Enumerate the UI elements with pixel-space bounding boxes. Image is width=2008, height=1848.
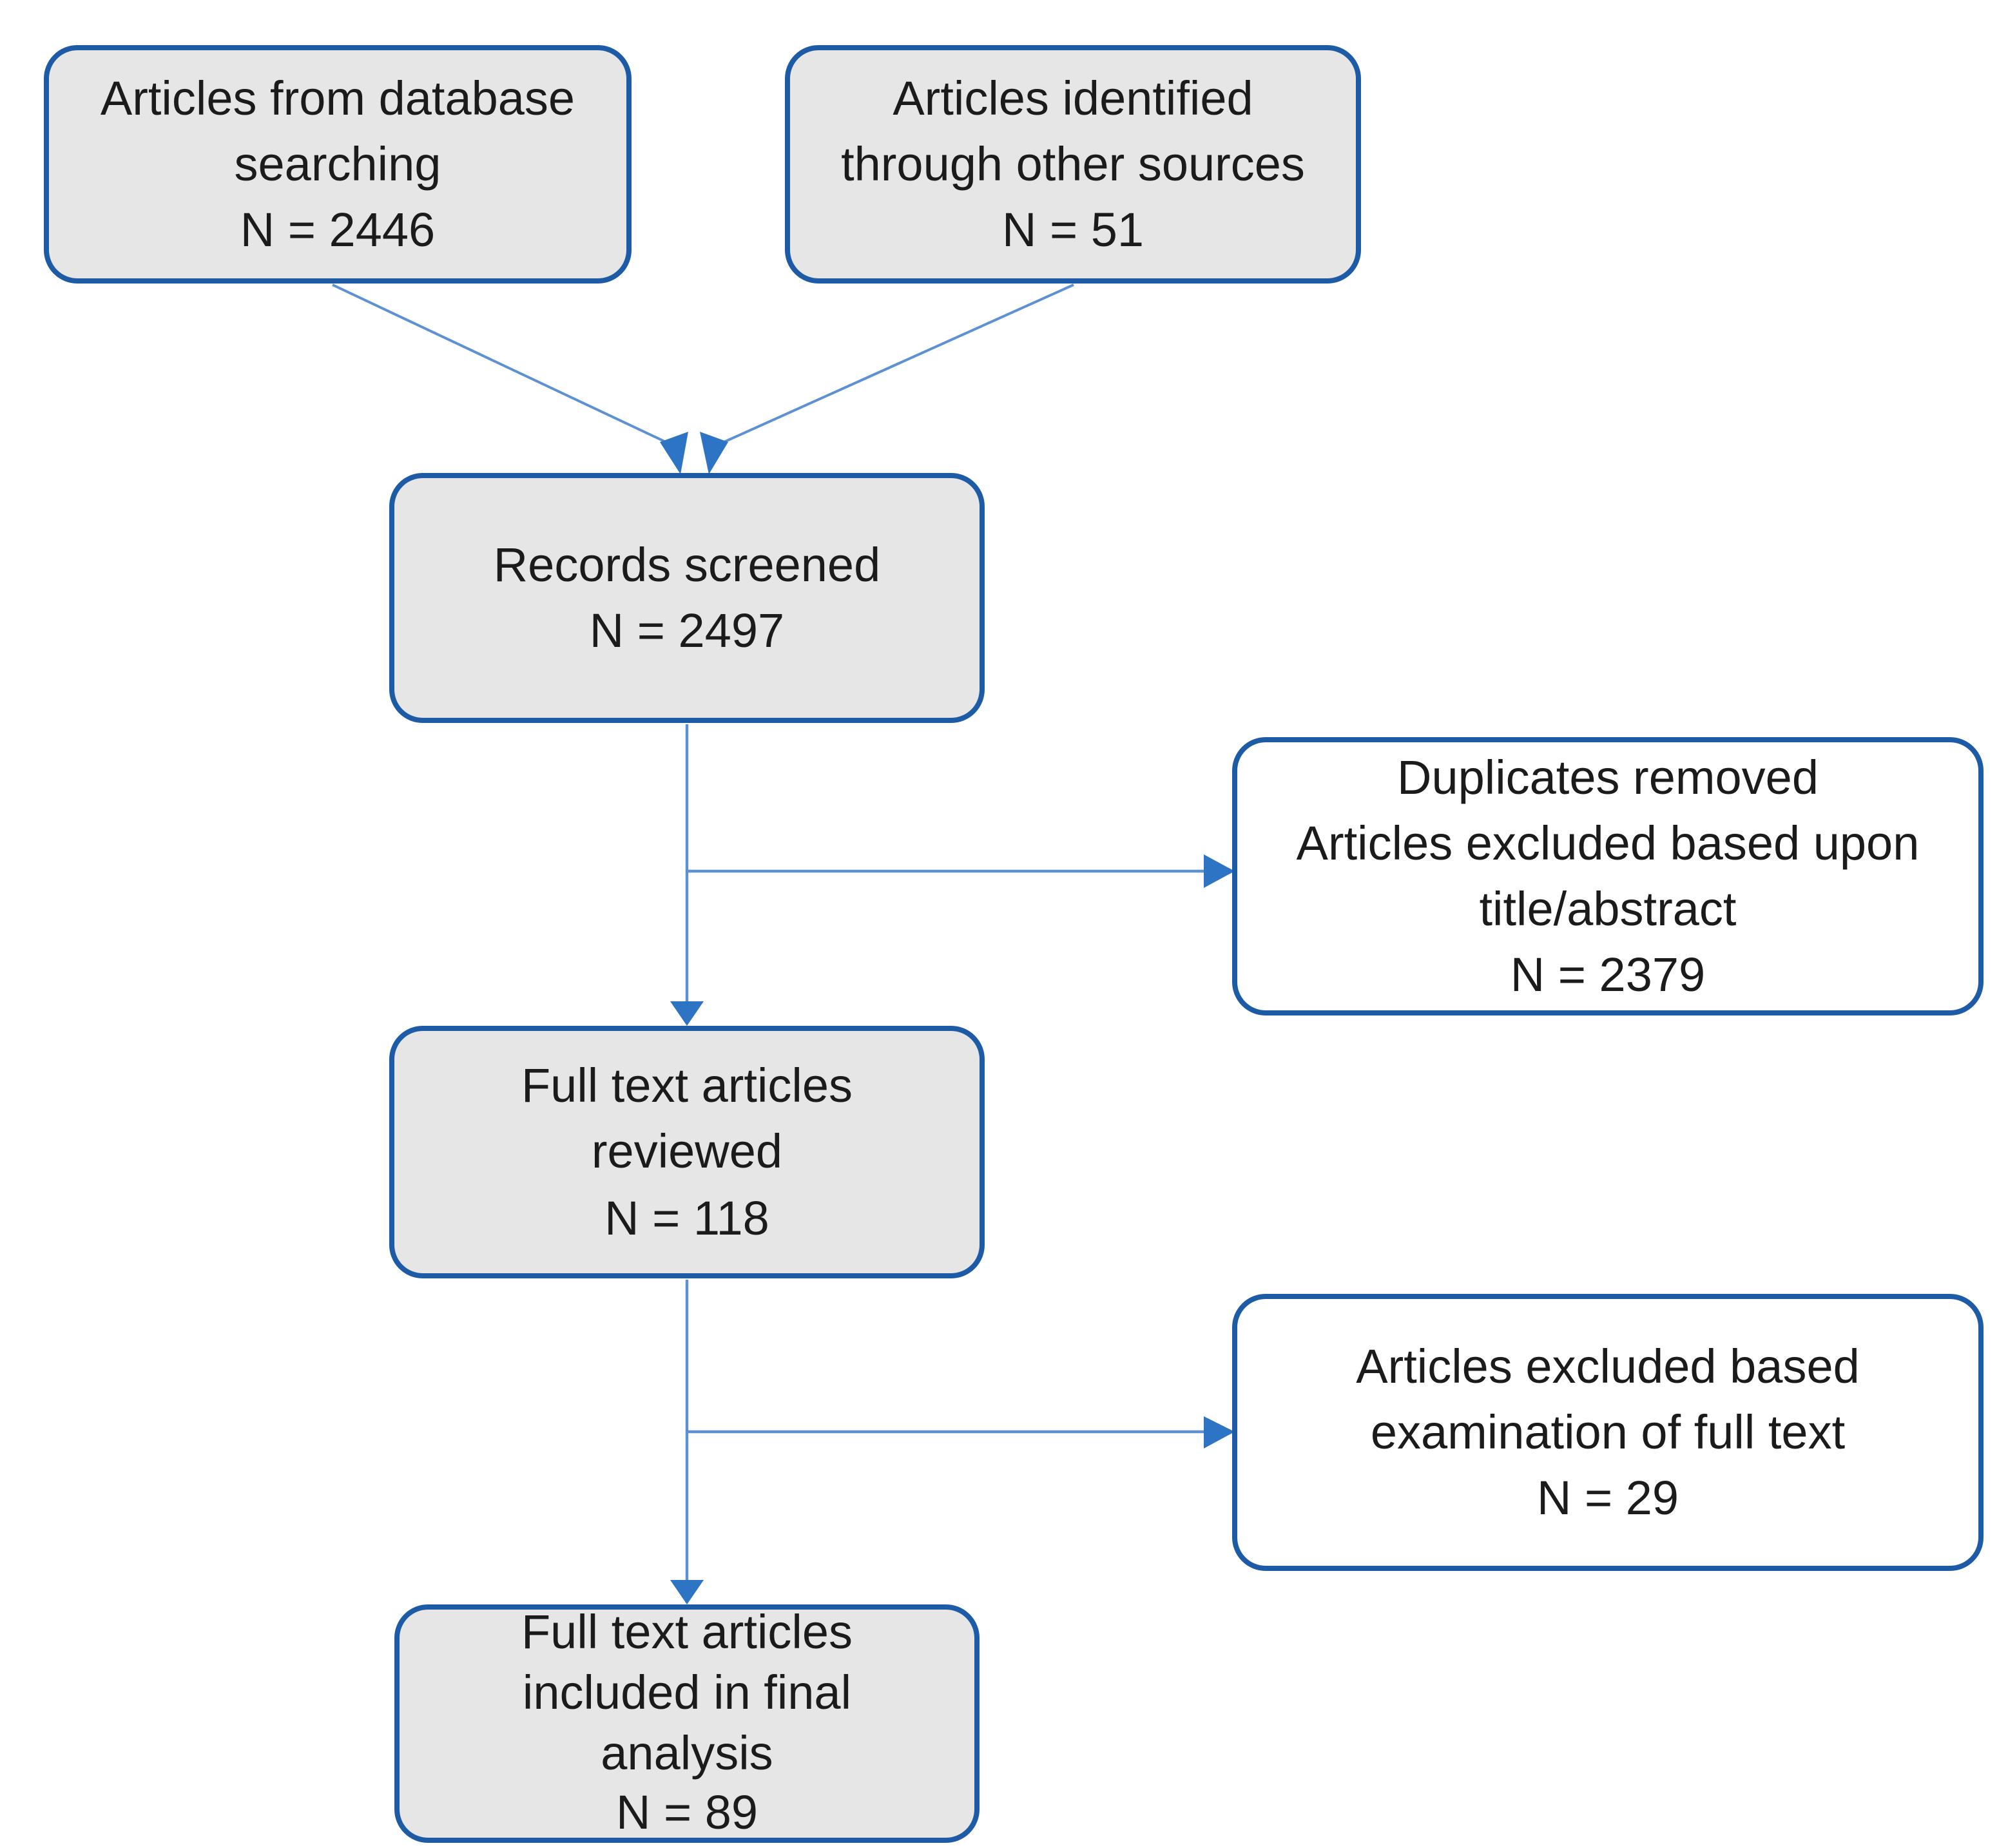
- node-final-analysis: Full text articles included in final ana…: [394, 1604, 980, 1843]
- arrowhead-branch-duplicates: [1204, 854, 1235, 888]
- arrow-database-to-screened: [332, 284, 675, 447]
- arrowhead-screened-to-reviewed: [670, 1001, 704, 1026]
- node-full-text-reviewed: Full text articles reviewed N = 118: [389, 1026, 985, 1278]
- node-other-sources: Articles identified through other source…: [785, 45, 1361, 284]
- node-other-sources-label: Articles identified through other source…: [841, 72, 1305, 257]
- node-full-text-reviewed-label: Full text articles reviewed N = 118: [521, 1059, 853, 1245]
- node-records-screened: Records screened N = 2497: [389, 473, 985, 723]
- arrowhead-reviewed-to-final: [670, 1580, 704, 1604]
- arrow-other-sources-to-screened: [715, 284, 1074, 447]
- arrowhead-branch-excluded: [1204, 1416, 1235, 1449]
- node-duplicates-removed: Duplicates removed Articles excluded bas…: [1232, 737, 1984, 1015]
- node-records-screened-label: Records screened N = 2497: [493, 538, 881, 657]
- node-final-analysis-label: Full text articles included in final ana…: [521, 1606, 853, 1840]
- node-database-searching-label: Articles from database searching N = 244…: [100, 72, 575, 257]
- arrowhead-database-to-screened: [660, 432, 688, 474]
- node-articles-excluded-full-text-label: Articles excluded based examination of f…: [1356, 1340, 1860, 1525]
- node-duplicates-removed-label: Duplicates removed Articles excluded bas…: [1296, 751, 1920, 1002]
- node-database-searching: Articles from database searching N = 244…: [44, 45, 632, 284]
- arrowhead-other-sources-to-screened: [700, 432, 728, 474]
- node-articles-excluded-full-text: Articles excluded based examination of f…: [1232, 1294, 1984, 1571]
